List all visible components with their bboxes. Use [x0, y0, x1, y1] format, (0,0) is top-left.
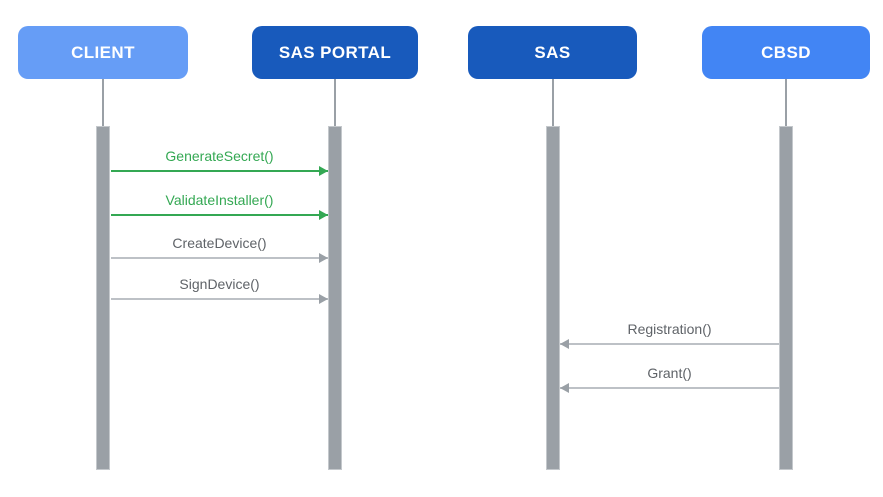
message-label: Registration(): [627, 321, 712, 337]
lifeline-cbsd: [785, 79, 787, 126]
lifeline-sas: [552, 79, 554, 126]
message-label: GenerateSecret(): [165, 148, 274, 164]
actor-box-cbsd: CBSD: [702, 26, 870, 79]
arrowhead-right-icon: [319, 253, 328, 263]
actor-box-sas-portal: SAS PORTAL: [252, 26, 418, 79]
message-sign-device: SignDevice(): [111, 275, 328, 304]
message-label: ValidateInstaller(): [165, 192, 274, 208]
arrowhead-right-icon: [319, 294, 328, 304]
actor-label-sas: SAS: [534, 42, 571, 62]
message-create-device: CreateDevice(): [111, 234, 328, 263]
message-grant: Grant(): [560, 364, 779, 393]
activation-bar-client: [96, 126, 110, 470]
message-validate-installer: ValidateInstaller(): [111, 191, 328, 220]
actor-label-client: CLIENT: [71, 42, 135, 62]
message-arrow-line: [560, 383, 779, 393]
lifeline-client: [102, 79, 104, 126]
actor-label-sas-portal: SAS PORTAL: [278, 42, 392, 62]
message-registration: Registration(): [560, 320, 779, 349]
arrowhead-left-icon: [560, 383, 569, 393]
arrowhead-left-icon: [560, 339, 569, 349]
activation-bar-sas: [546, 126, 560, 470]
message-arrow-line: [111, 210, 328, 220]
message-label: Grant(): [647, 365, 692, 381]
message-arrow-line: [111, 253, 328, 263]
actor-label-cbsd: CBSD: [761, 42, 811, 62]
message-generate-secret: GenerateSecret(): [111, 147, 328, 176]
lifeline-sas-portal: [334, 79, 336, 126]
actor-box-client: CLIENT: [18, 26, 188, 79]
message-arrow-line: [560, 339, 779, 349]
message-label: CreateDevice(): [172, 235, 267, 251]
message-arrow-line: [111, 166, 328, 176]
arrowhead-right-icon: [319, 210, 328, 220]
activation-bar-sas-portal: [328, 126, 342, 470]
message-arrow-line: [111, 294, 328, 304]
message-label: SignDevice(): [179, 276, 260, 292]
actor-box-sas: SAS: [468, 26, 637, 79]
arrowhead-right-icon: [319, 166, 328, 176]
activation-bar-cbsd: [779, 126, 793, 470]
